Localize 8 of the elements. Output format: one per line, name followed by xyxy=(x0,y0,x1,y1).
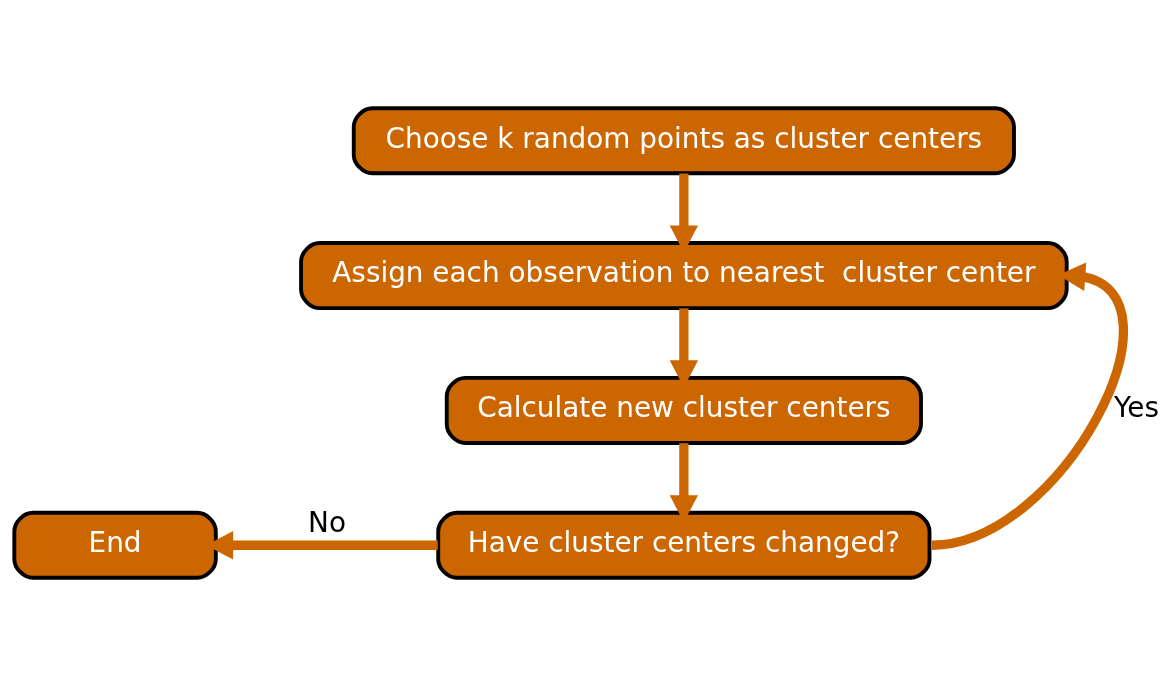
node-box: End xyxy=(12,510,218,580)
node-box: Choose k random points as cluster centers xyxy=(351,106,1016,176)
arrow xyxy=(931,262,1128,550)
edge-label: Yes xyxy=(1113,391,1159,425)
node-box: Have cluster centers changed? xyxy=(436,510,932,580)
node-box: Assign each observation to nearest cluster center xyxy=(299,241,1069,311)
edge-label: No xyxy=(308,505,346,539)
node-box: Calculate new cluster centers xyxy=(444,375,923,445)
